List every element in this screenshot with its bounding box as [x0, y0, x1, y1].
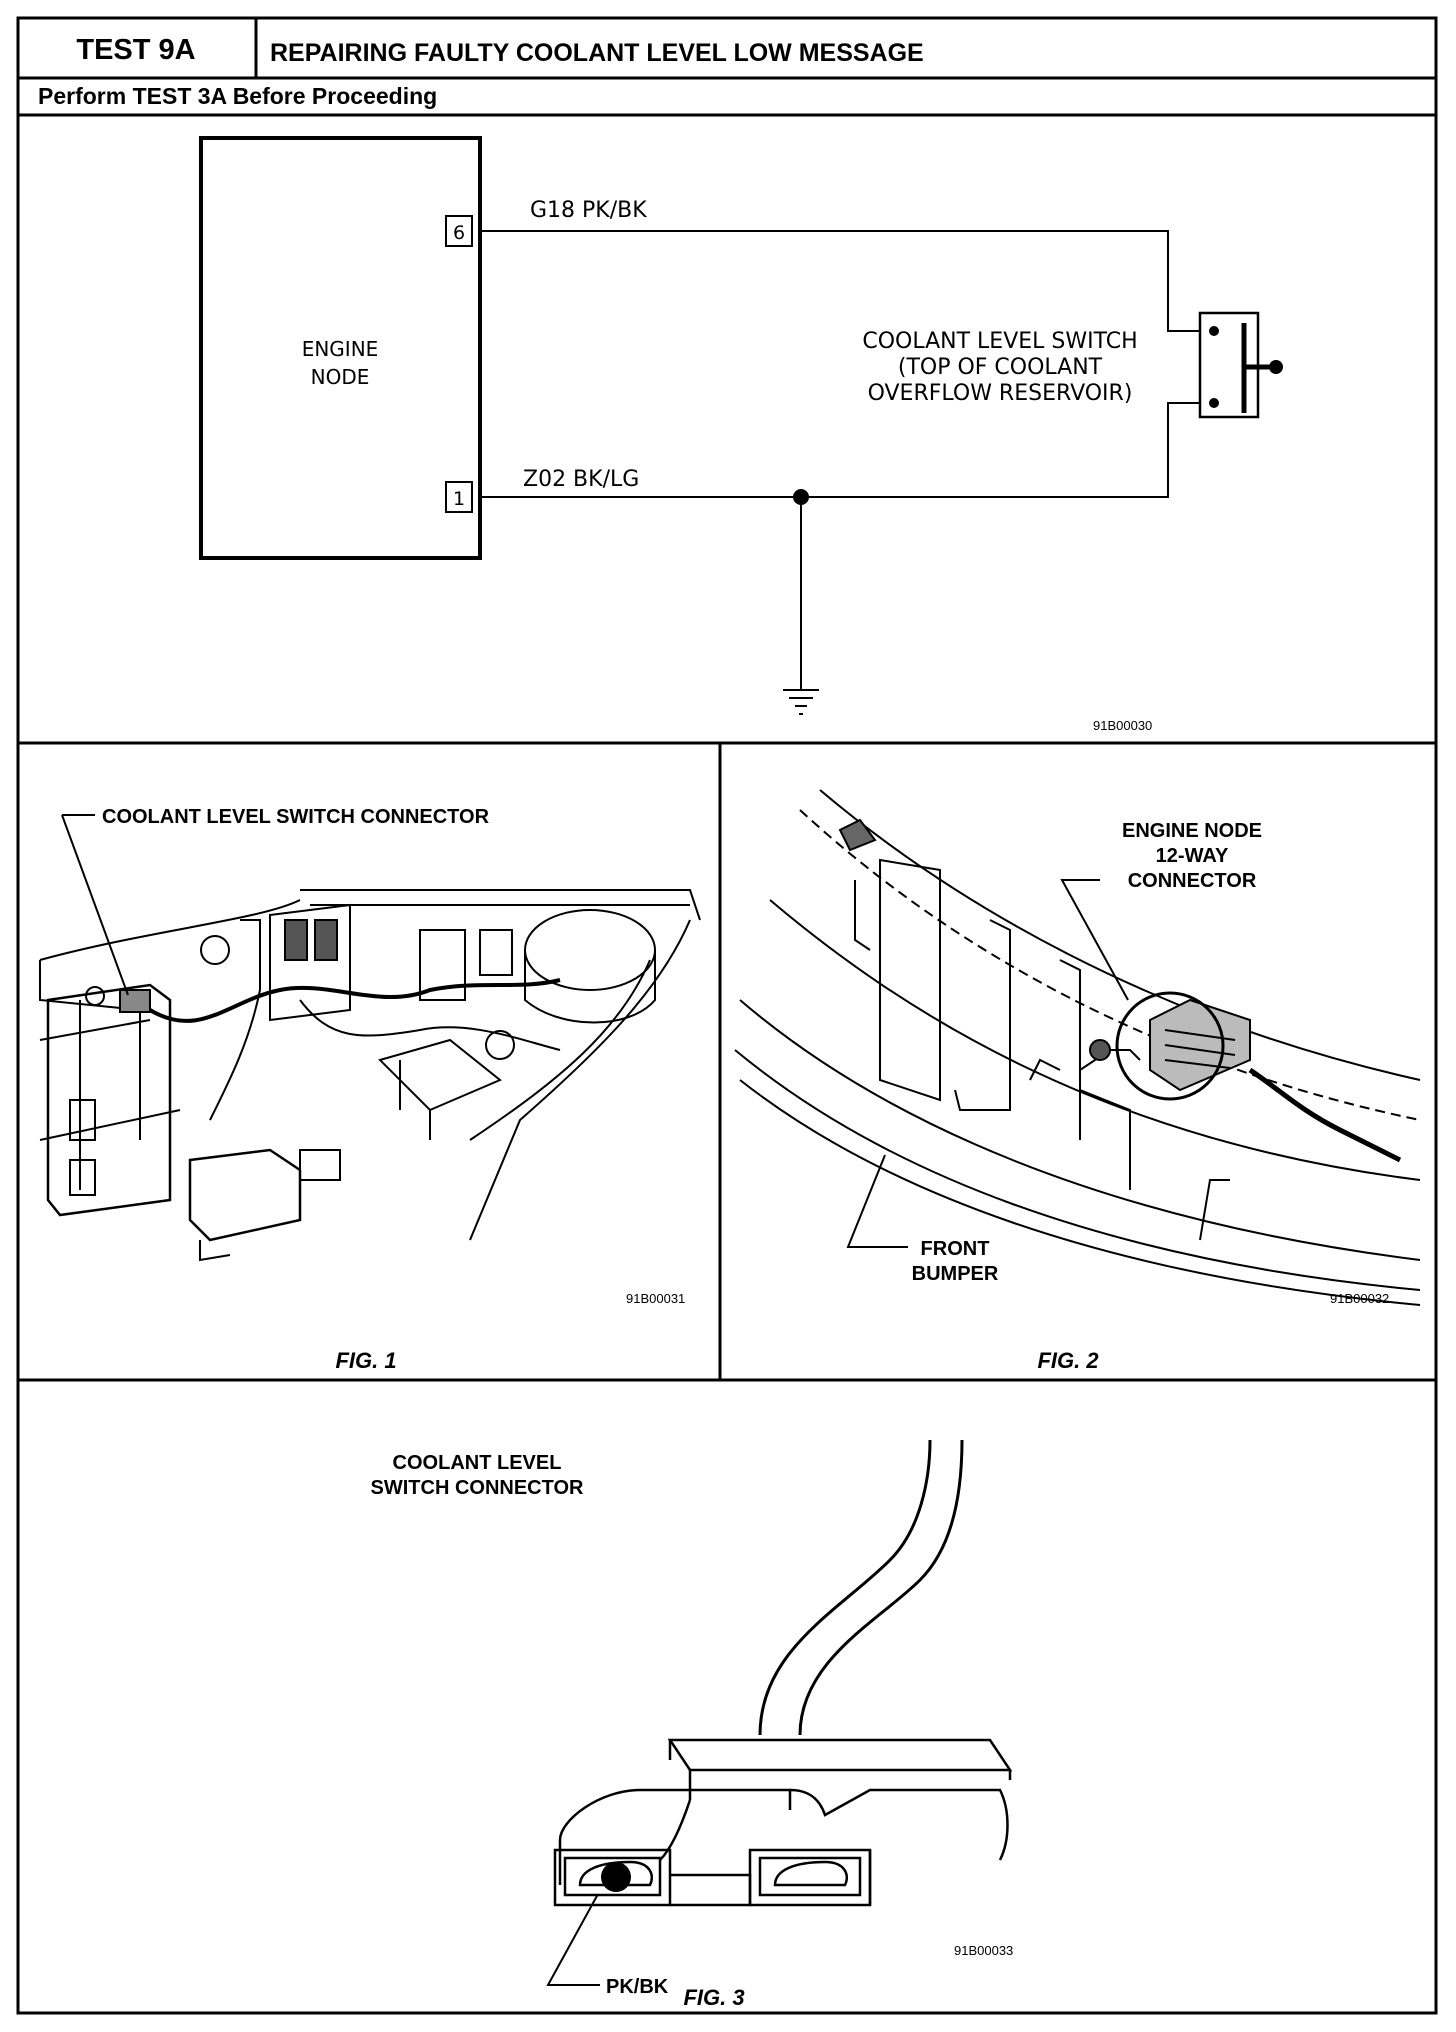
fig3-pin-label: PK/BK	[606, 1976, 669, 1998]
fig1-caption: FIG. 1	[335, 1348, 396, 1373]
fig2-callout-line3: CONNECTOR	[1128, 870, 1257, 892]
wire-z02-label: Z02 BK/LG	[523, 467, 639, 492]
fig2-connector-highlight	[1115, 991, 1225, 1101]
fig2-front-bumper-drawing	[734, 789, 1421, 1306]
fig1-callout: COOLANT LEVEL SWITCH CONNECTOR	[102, 806, 490, 828]
fig3-callout-line1: COOLANT LEVEL	[393, 1452, 562, 1474]
test-id: TEST 9A	[76, 34, 195, 66]
wiring-schematic: ENGINE NODE 6 1 G18 PK/BK Z02 BK/LG	[199, 136, 1283, 733]
engine-node-box	[199, 136, 482, 560]
engine-node-label-line2: NODE	[311, 365, 370, 389]
page-title: REPAIRING FAULTY COOLANT LEVEL LOW MESSA…	[270, 39, 924, 67]
switch-label-line3: OVERFLOW RESERVOIR)	[868, 381, 1133, 406]
switch-label-line2: (TOP OF COOLANT	[898, 355, 1103, 380]
wire-g18-label: G18 PK/BK	[530, 198, 647, 223]
fig3-figure-code: 91B00033	[954, 1943, 1013, 1958]
fig2-bumper-label-line1: FRONT	[921, 1238, 990, 1260]
engine-node-label-line1: ENGINE	[302, 337, 379, 361]
prerequisite-note: Perform TEST 3A Before Proceeding	[38, 83, 437, 109]
wires	[480, 230, 1200, 690]
wire-g18	[480, 230, 1200, 332]
fig2-caption: FIG. 2	[1037, 1348, 1099, 1373]
fig1-figure-code: 91B00031	[626, 1291, 685, 1306]
fig3-connector-drawing	[553, 1439, 1013, 1907]
ground-symbol	[783, 689, 819, 715]
page-frame	[16, 16, 1438, 2015]
fig1-engine-compartment-drawing	[39, 889, 701, 1262]
fig3-callout-line2: SWITCH CONNECTOR	[371, 1477, 585, 1499]
switch-label-line1: COOLANT LEVEL SWITCH	[862, 329, 1137, 354]
pin-6-box	[445, 215, 473, 247]
pin-6-label: 6	[453, 222, 465, 244]
coolant-level-switch-symbol	[1198, 311, 1283, 419]
pin-1-label: 1	[453, 488, 465, 510]
fig2-bumper-label-line2: BUMPER	[912, 1263, 999, 1285]
fig2-figure-code: 91B00032	[1330, 1291, 1389, 1306]
fig3-caption: FIG. 3	[683, 1985, 744, 2010]
fig2-bumper-leader	[846, 1154, 908, 1248]
pin-1-box	[445, 481, 473, 513]
wire-z02	[480, 402, 1200, 498]
fig1-callout-leader-drop	[61, 814, 129, 996]
schematic-figure-code: 91B00030	[1093, 718, 1152, 733]
splice-dot	[793, 489, 809, 505]
fig3-pk-bk-terminal-dot	[601, 1862, 631, 1892]
fig2-callout-leader	[1060, 879, 1129, 1001]
fig2-callout-line1: ENGINE NODE	[1122, 820, 1262, 842]
fig3-pin-leader	[546, 1893, 600, 1986]
fig2-callout-line2: 12-WAY	[1156, 845, 1229, 867]
